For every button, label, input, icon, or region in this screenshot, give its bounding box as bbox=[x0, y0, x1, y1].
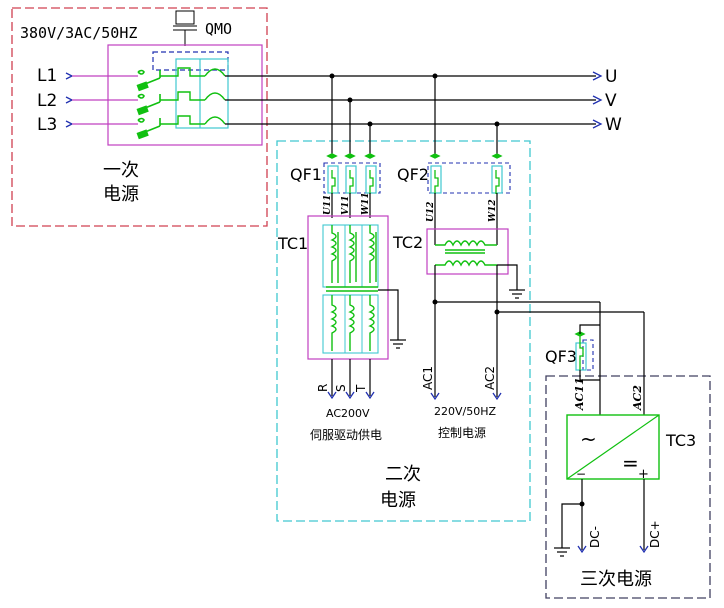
primary-supply: 380V/3AC/50HZ QMO L1 L2 L3 bbox=[20, 10, 263, 205]
control-output-ac1: AC1 bbox=[421, 366, 435, 390]
tc3-tap-ac11: AC11 bbox=[573, 377, 586, 411]
tertiary-supply: QF3 AC11 AC2 TC3 ~ = − + bbox=[545, 302, 696, 590]
tc3-label: TC3 bbox=[665, 431, 696, 450]
secondary-supply-title-line2: 电源 bbox=[380, 490, 416, 511]
dc-plus-output: DC+ bbox=[648, 520, 662, 548]
qf1-label: QF1 bbox=[290, 165, 322, 184]
input-l1-label: L1 bbox=[37, 66, 57, 86]
qf1-tap-u11: U11 bbox=[323, 195, 333, 215]
qf3-breaker[interactable] bbox=[574, 331, 594, 371]
main-switch-protection-box bbox=[175, 58, 229, 129]
main-switch-trip-elements bbox=[160, 67, 226, 125]
secondary-supply-frame bbox=[276, 140, 531, 522]
output-w-label: W bbox=[605, 115, 622, 135]
main-switch-handle[interactable] bbox=[173, 10, 197, 46]
qf2-label: QF2 bbox=[397, 165, 429, 184]
tertiary-supply-frame bbox=[545, 375, 711, 599]
ac-symbol: ~ bbox=[580, 427, 597, 451]
output-u-label: U bbox=[605, 67, 617, 87]
servo-output-t: T bbox=[354, 384, 368, 393]
qf2-tap-u12: U12 bbox=[426, 202, 436, 222]
primary-supply-frame bbox=[11, 7, 268, 227]
qf1-tap-w11: W11 bbox=[361, 192, 371, 215]
input-l3-label: L3 bbox=[37, 115, 57, 135]
tc2-transformer bbox=[426, 228, 509, 275]
servo-output-r: R bbox=[316, 384, 330, 392]
output-v-label: V bbox=[605, 91, 617, 111]
control-voltage-label: 220V/50HZ bbox=[434, 405, 496, 418]
control-output-ac2: AC2 bbox=[483, 366, 497, 390]
input-l2-label: L2 bbox=[37, 91, 57, 111]
qf2-tap-w12: W12 bbox=[488, 199, 498, 222]
servo-output-s: S bbox=[334, 384, 348, 392]
main-bus: U V W bbox=[225, 67, 622, 155]
tc3-tap-ac2: AC2 bbox=[631, 385, 644, 411]
qf1-breaker[interactable] bbox=[323, 153, 381, 194]
tc2-label: TC2 bbox=[392, 233, 423, 252]
tc3-ac-dc-converter: ~ = − + bbox=[566, 414, 660, 482]
phase-wires-primary bbox=[65, 72, 138, 128]
tc1-label: TC1 bbox=[277, 234, 308, 253]
main-switch-box bbox=[107, 44, 263, 146]
primary-supply-title-line1: 一次 bbox=[103, 160, 139, 181]
servo-voltage-label: AC200V bbox=[326, 407, 370, 420]
dc-ground-icon bbox=[554, 547, 570, 557]
secondary-supply-title-line1: 二次 bbox=[385, 464, 421, 485]
qf1-tap-v11: V11 bbox=[341, 195, 351, 215]
tc2-ground-icon bbox=[497, 264, 525, 299]
tertiary-supply-title: 三次电源 bbox=[580, 569, 652, 590]
qf3-label: QF3 bbox=[545, 347, 577, 366]
supply-rating-label: 380V/3AC/50HZ bbox=[20, 24, 137, 42]
control-caption: 控制电源 bbox=[438, 426, 486, 440]
tc1-transformer bbox=[307, 215, 389, 360]
main-switch-label: QMO bbox=[205, 20, 232, 38]
primary-supply-title-line2: 电源 bbox=[103, 184, 139, 205]
qf2-breaker[interactable] bbox=[427, 153, 511, 194]
plus-symbol: + bbox=[638, 467, 649, 482]
secondary-supply: QF1 U11 V11 W11 QF2 bbox=[277, 153, 644, 511]
main-switch-contacts bbox=[136, 69, 161, 140]
dc-minus-output: DC- bbox=[588, 526, 602, 548]
tc1-ground-icon bbox=[378, 289, 406, 349]
minus-symbol: − bbox=[576, 467, 586, 481]
dc-symbol: = bbox=[622, 451, 639, 475]
servo-caption: 伺服驱动供电 bbox=[310, 428, 382, 442]
